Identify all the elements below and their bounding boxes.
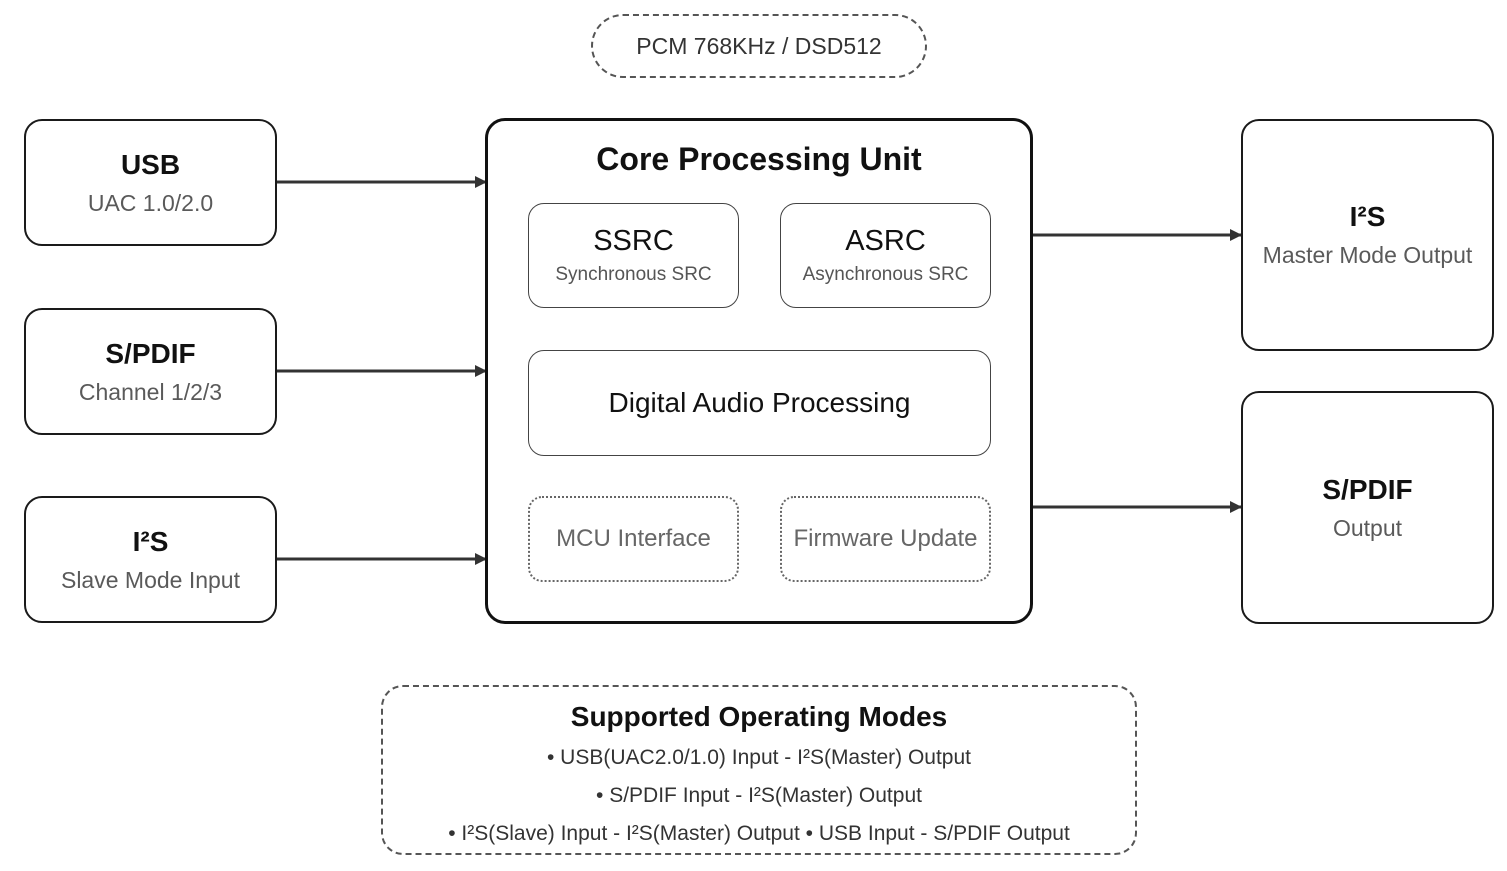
spdif-input-title: S/PDIF (105, 337, 196, 369)
firmware-update-block: Firmware Update (780, 496, 991, 582)
ssrc-title: SSRC (593, 224, 674, 257)
asrc-title: ASRC (845, 224, 926, 257)
spdif-input-subtitle: Channel 1/2/3 (78, 378, 223, 405)
usb-input-subtitle: UAC 1.0/2.0 (87, 189, 214, 216)
sample-rate-text: PCM 768KHz / DSD512 (636, 32, 882, 59)
core-title: Core Processing Unit (596, 141, 922, 177)
mcu-interface-block: MCU Interface (528, 496, 739, 582)
spdif-output-subtitle: Output (1332, 514, 1403, 541)
ssrc-block: SSRC Synchronous SRC (528, 203, 739, 308)
mode-line: • S/PDIF Input - I²S(Master) Output (596, 784, 922, 807)
i2s-input-box: I²S Slave Mode Input (24, 496, 277, 623)
firmware-update-label: Firmware Update (793, 525, 978, 552)
spdif-output-box: S/PDIF Output (1241, 391, 1494, 624)
asrc-subtitle: Asynchronous SRC (802, 264, 969, 286)
ssrc-subtitle: Synchronous SRC (555, 264, 712, 286)
i2s-output-subtitle: Master Mode Output (1262, 242, 1473, 268)
supported-modes-box: Supported Operating Modes • USB(UAC2.0/1… (381, 685, 1137, 855)
mcu-interface-label: MCU Interface (556, 525, 711, 552)
mode-line: • I²S(Slave) Input - I²S(Master) Output … (448, 822, 1070, 845)
asrc-block: ASRC Asynchronous SRC (780, 203, 991, 308)
usb-input-box: USB UAC 1.0/2.0 (24, 119, 277, 246)
usb-input-title: USB (120, 148, 181, 180)
digital-audio-processing-block: Digital Audio Processing (528, 350, 991, 456)
i2s-output-title: I²S (1349, 201, 1386, 233)
i2s-input-subtitle: Slave Mode Input (60, 566, 240, 593)
mode-line: • USB(UAC2.0/1.0) Input - I²S(Master) Ou… (547, 746, 971, 769)
spdif-input-box: S/PDIF Channel 1/2/3 (24, 308, 277, 435)
sample-rate-badge: PCM 768KHz / DSD512 (591, 14, 927, 78)
digital-audio-processing-label: Digital Audio Processing (608, 387, 911, 418)
i2s-output-box: I²S Master Mode Output (1241, 119, 1494, 351)
spdif-output-title: S/PDIF (1322, 473, 1413, 505)
i2s-input-title: I²S (132, 525, 169, 557)
supported-modes-title: Supported Operating Modes (570, 701, 948, 732)
